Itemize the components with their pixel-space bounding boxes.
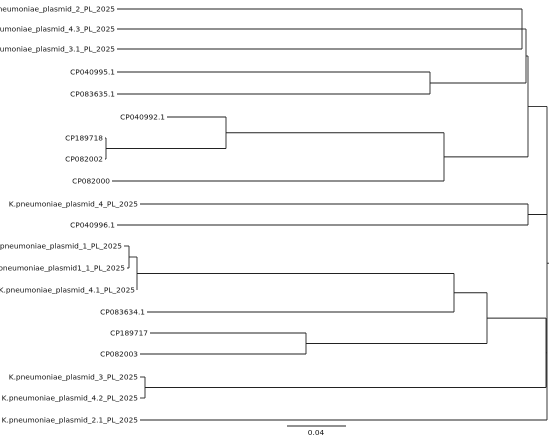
leaf-labels: K.pneumoniae_plasmid_2_PL_2025K.pneumoni… bbox=[0, 5, 165, 425]
leaf-label: CP040996.1 bbox=[70, 221, 115, 230]
leaf-label: CP189718 bbox=[65, 134, 103, 143]
leaf-label: CP082000 bbox=[72, 177, 110, 186]
tree-branches bbox=[105, 8, 549, 421]
leaf-label: K.pneumoniae_plasmid_2_PL_2025 bbox=[0, 5, 115, 14]
leaf-label: K.pneumoniae_plasmid_4.2_PL_2025 bbox=[2, 394, 139, 403]
scale-bar-label: 0.04 bbox=[308, 428, 325, 437]
scale-bar: 0.04 bbox=[287, 425, 346, 437]
leaf-label: CP082002 bbox=[65, 155, 103, 164]
leaf-label: CP040992.1 bbox=[120, 113, 165, 122]
leaf-label: K.pneumoniae_plasmid_2.1_PL_2025 bbox=[2, 416, 139, 425]
leaf-label: CP083635.1 bbox=[70, 90, 115, 99]
leaf-label: K.pneumoniae_plasmid1_1_PL_2025 bbox=[0, 264, 125, 273]
leaf-label: K.pneumoniae_plasmid_3.1_PL_2025 bbox=[0, 45, 115, 54]
leaf-label: K.pneumoniae_plasmid_4.3_PL_2025 bbox=[0, 25, 115, 34]
leaf-label: K.pneumoniae_plasmid_3_PL_2025 bbox=[9, 373, 139, 382]
leaf-label: CP082003 bbox=[100, 350, 138, 359]
leaf-label: K.pneumoniae_plasmid_4_PL_2025 bbox=[9, 200, 139, 209]
leaf-label: CP040995.1 bbox=[70, 68, 115, 77]
leaf-label: CP083634.1 bbox=[100, 308, 145, 317]
leaf-label: K.pneumoniae_plasmid_4.1_PL_2025 bbox=[0, 286, 135, 295]
leaf-label: CP189717 bbox=[110, 329, 148, 338]
leaf-label: K.pneumoniae_plasmid_1_PL_2025 bbox=[0, 242, 122, 251]
